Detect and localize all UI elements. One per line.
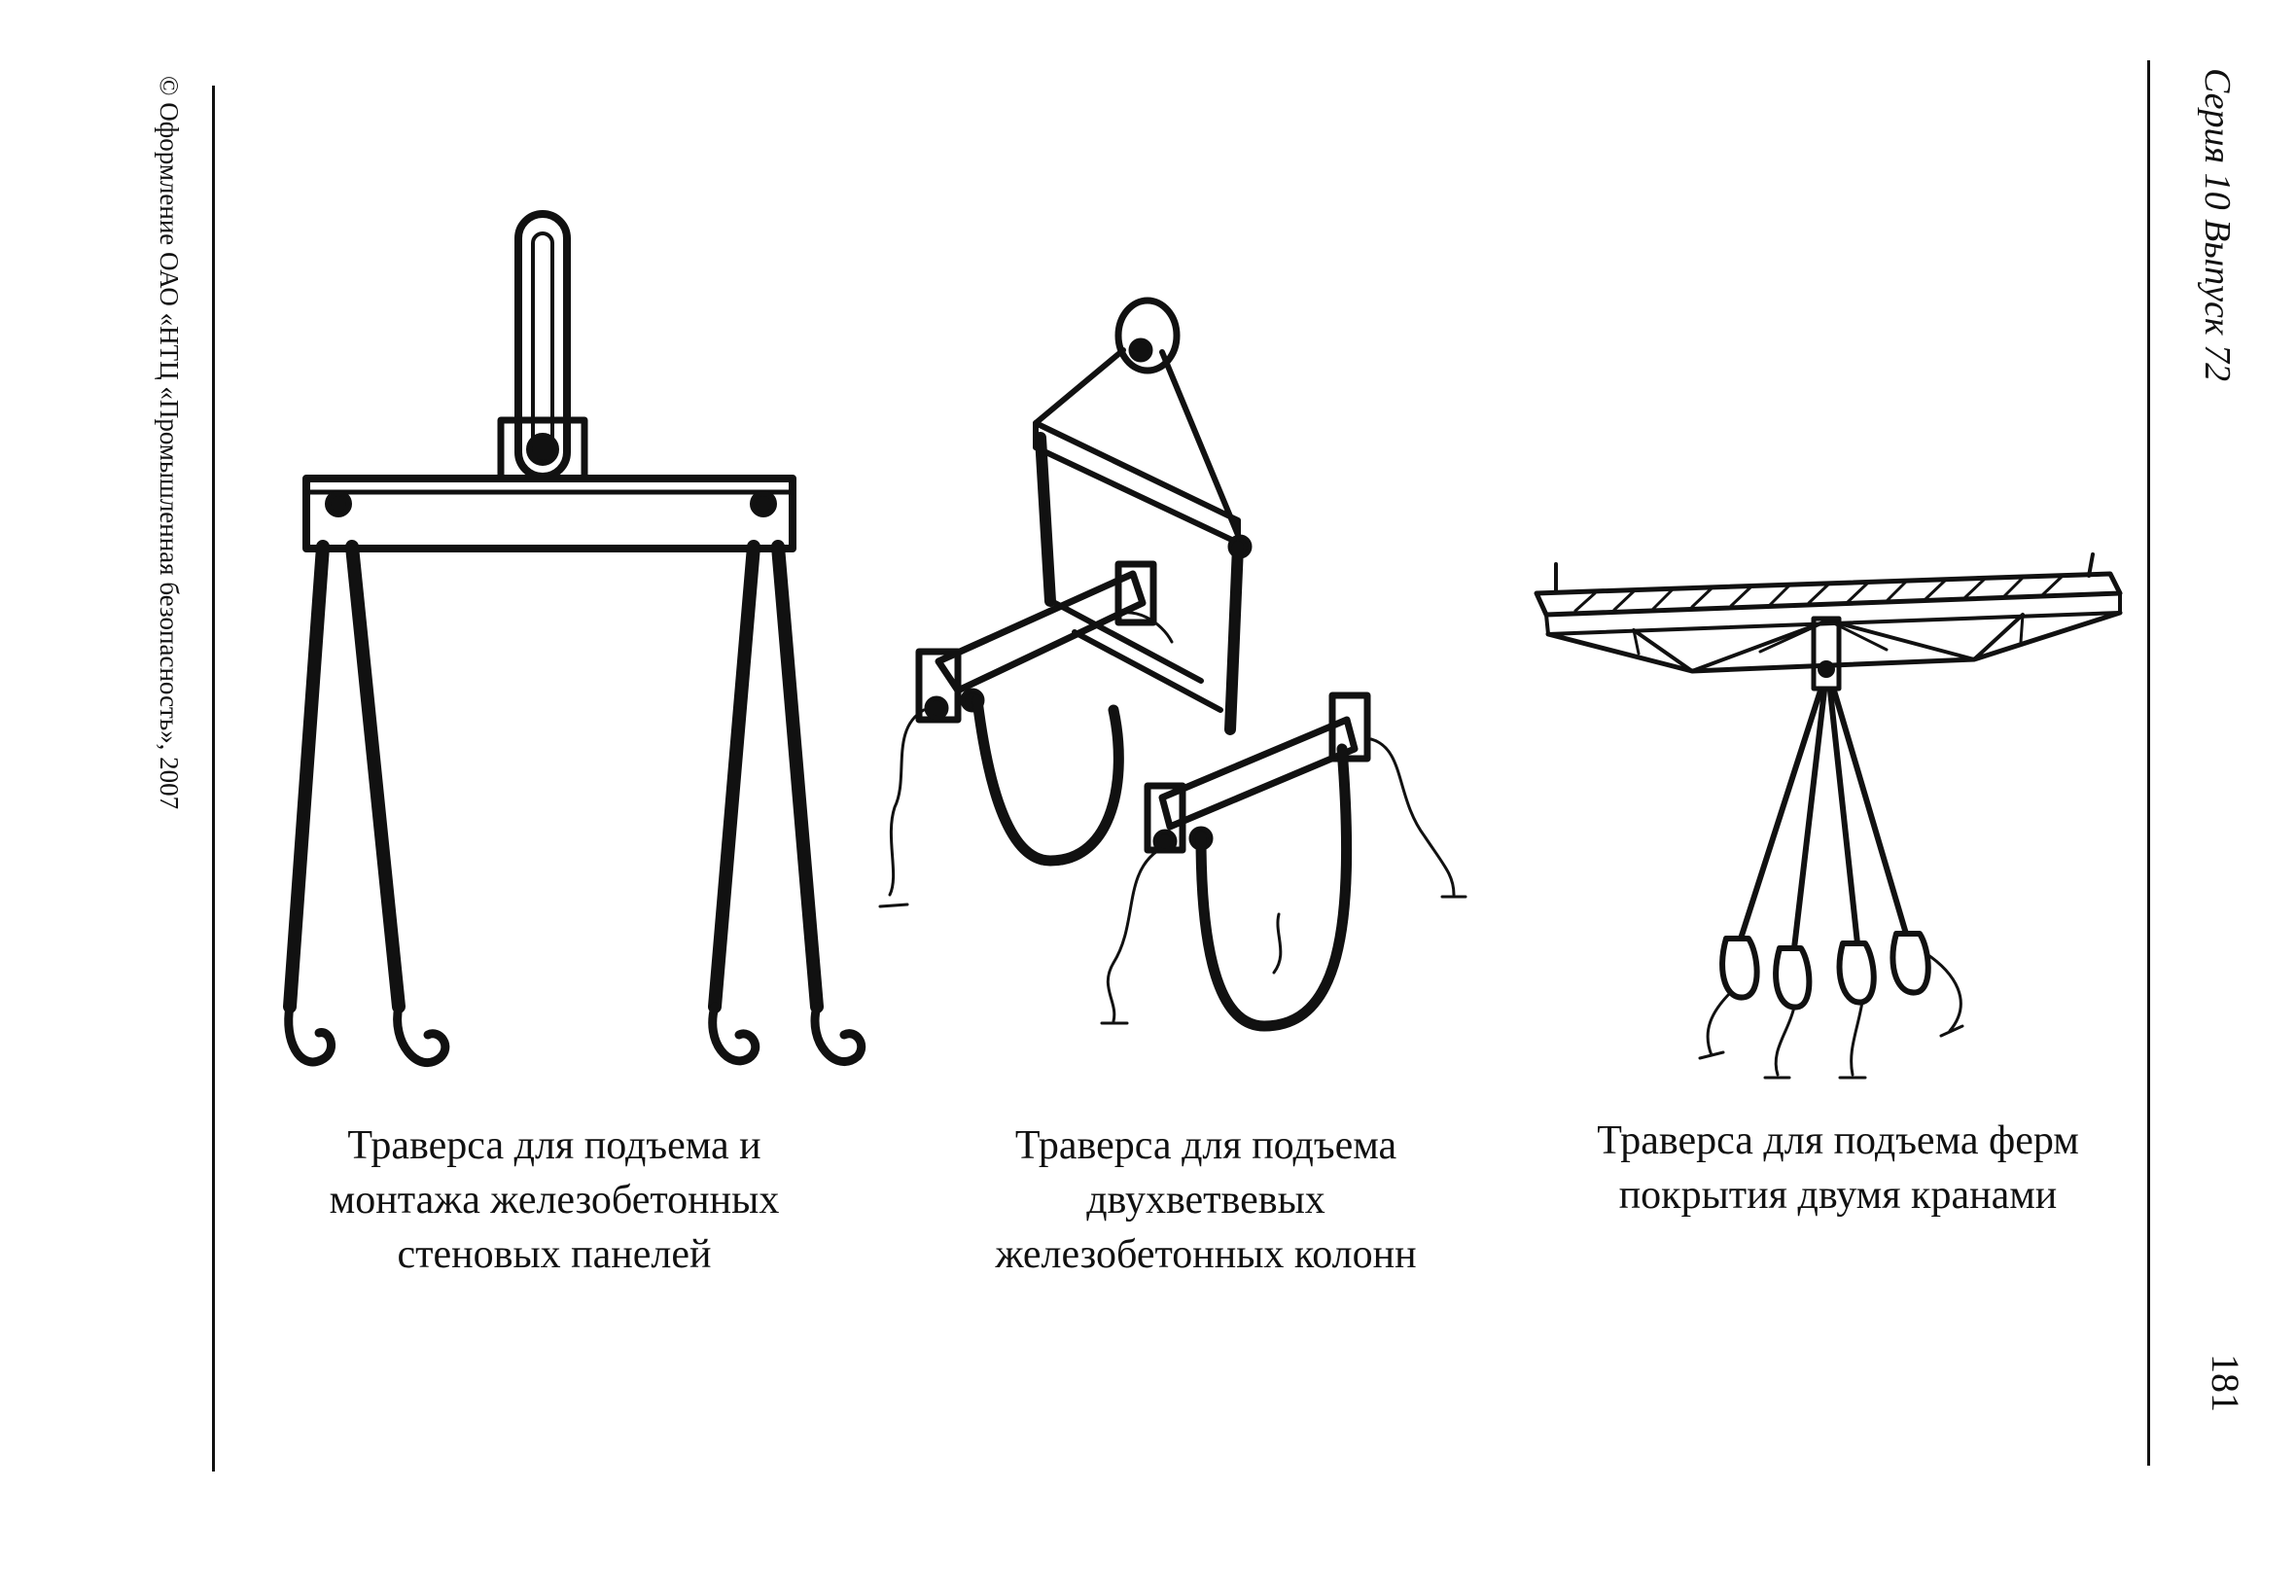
caption-line: Траверса для подъема ферм [1597, 1118, 2079, 1163]
left-margin-rule [212, 86, 215, 1472]
caption-line: покрытия двумя кранами [1618, 1173, 2058, 1218]
copyright-note: © Оформление ОАО «НТЦ «Промышленная безо… [155, 76, 184, 810]
caption-line: Траверса для подъема и [347, 1123, 761, 1168]
wall-panel-traverse-illustration [283, 210, 866, 1068]
caption-line: стеновых панелей [397, 1232, 712, 1277]
right-margin-rule [2147, 60, 2150, 1466]
caption-truss-traverse: Траверса для подъема ферм покрытия двумя… [1546, 1114, 2130, 1223]
caption-line: монтажа железобетонных [329, 1178, 780, 1223]
column-traverse-illustration [878, 297, 1467, 1032]
truss-traverse-illustration [1534, 552, 2123, 1080]
caption-line: Траверса для подъема [1014, 1123, 1397, 1168]
caption-line: железобетонных колонн [995, 1232, 1417, 1277]
caption-wall-panel-traverse: Траверса для подъема и монтажа железобет… [263, 1118, 846, 1282]
series-header: Серия 10 Выпуск 72 [2197, 68, 2238, 382]
caption-line: двухветвевых [1086, 1178, 1325, 1223]
caption-column-traverse: Траверса для подъема двухветвевых железо… [934, 1118, 1478, 1282]
page-number: 181 [2204, 1354, 2247, 1412]
